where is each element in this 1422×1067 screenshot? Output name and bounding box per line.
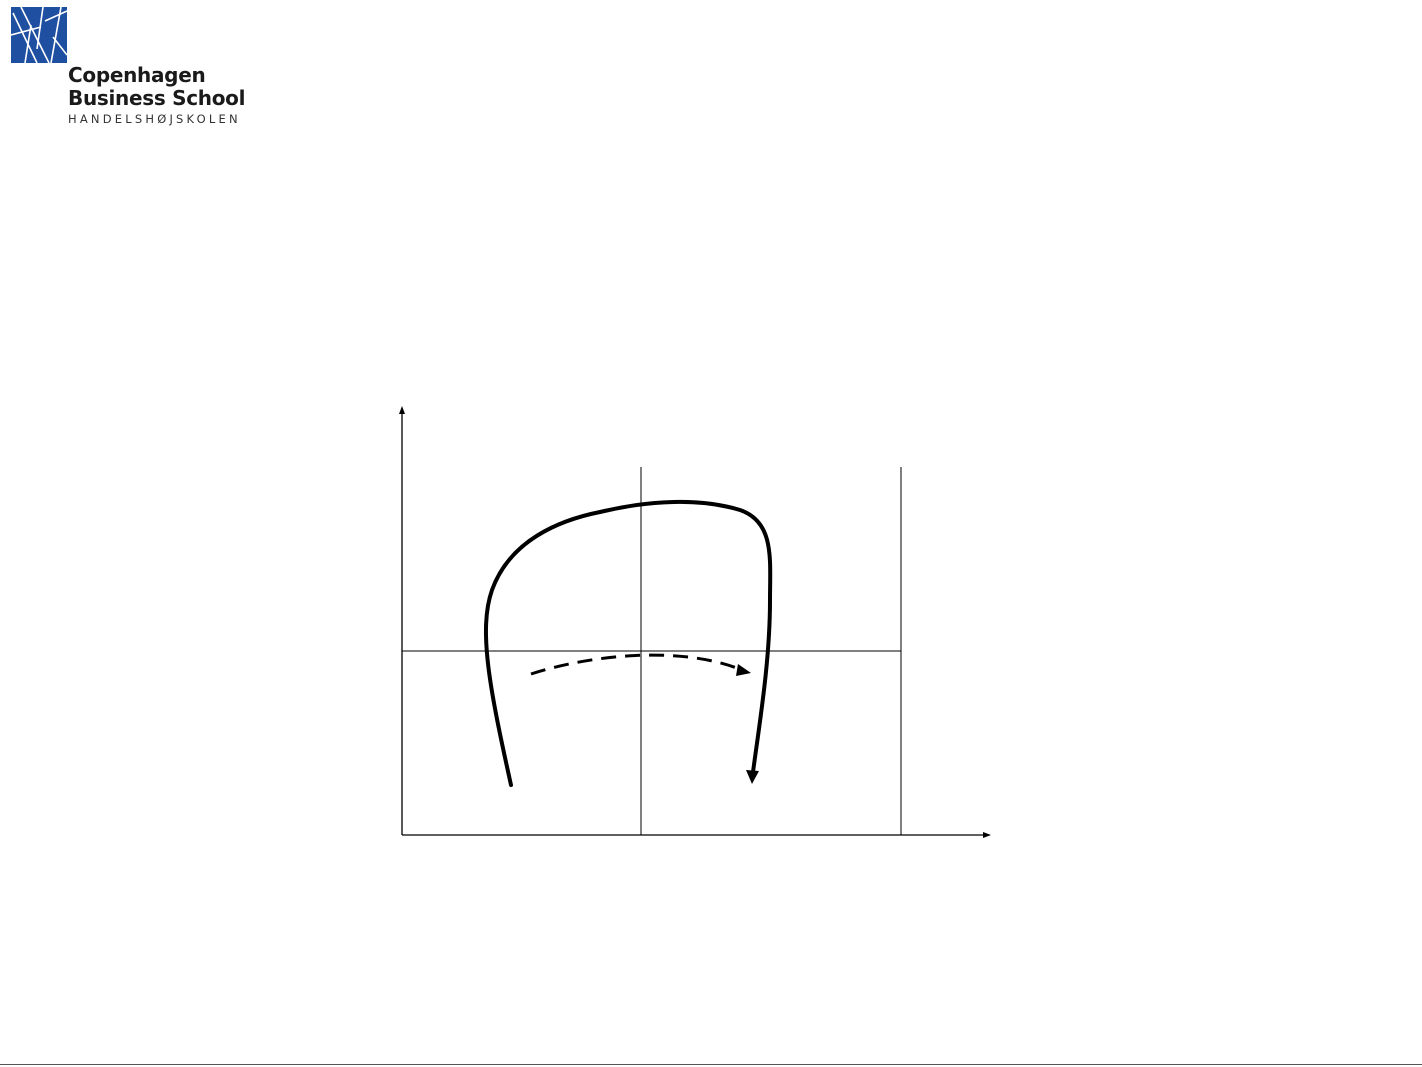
- dashed-curve-arrow-icon: [530, 653, 743, 676]
- logo-line-2: Business School: [68, 86, 246, 110]
- cbs-logo-text: Copenhagen Business School HANDELSHØJSKO…: [68, 63, 246, 127]
- dashed-arrowhead: [736, 664, 751, 676]
- solid-curve-arrow-icon: [484, 500, 773, 787]
- logo-subtitle: HANDELSHØJSKOLEN: [68, 112, 241, 126]
- x-axis-arrowhead: [983, 832, 991, 838]
- solid-arrowhead: [746, 770, 759, 784]
- y-axis-arrowhead: [399, 406, 405, 414]
- bottom-rule: [0, 1064, 1422, 1065]
- logo-line-1: Copenhagen: [68, 63, 206, 87]
- cbs-logo-icon: [11, 7, 67, 63]
